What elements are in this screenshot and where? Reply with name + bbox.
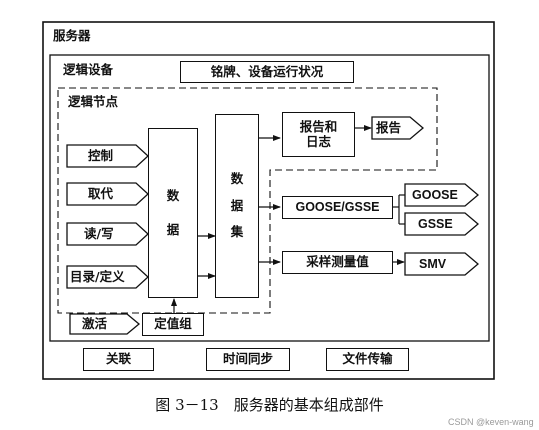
- gsse-arrow: [404, 212, 480, 236]
- watermark: CSDN @keven-wang: [448, 417, 534, 427]
- input-label-directory: 目录/定义: [70, 269, 125, 284]
- report-log-box: 报告和 日志: [282, 112, 355, 157]
- input-label-substitute: 取代: [88, 186, 114, 201]
- smv-label: SMV: [419, 257, 447, 271]
- input-arrow-substitute: [66, 182, 149, 206]
- sampled-values-box: 采样测量值: [282, 251, 393, 274]
- gsse-label: GSSE: [418, 217, 453, 231]
- report-label: 报告: [376, 120, 402, 135]
- association-box: 关联: [83, 348, 154, 371]
- data-char-2: 据: [166, 222, 180, 237]
- dataset-block: 数 据 集: [215, 114, 259, 298]
- goose-arrow: [404, 183, 480, 207]
- input-arrow-directory: [66, 265, 149, 289]
- dataset-char-2: 据: [230, 197, 244, 213]
- setting-group-label: 定值组: [154, 316, 192, 332]
- logical-node-title: 逻辑节点: [68, 94, 119, 109]
- file-transfer-label: 文件传输: [342, 351, 393, 367]
- nameplate-box: 铭牌、设备运行状况: [180, 61, 354, 83]
- dataset-char-1: 数: [230, 171, 244, 187]
- server-frame: [42, 21, 495, 380]
- file-transfer-box: 文件传输: [326, 348, 409, 371]
- goose-gsse-box: GOOSE/GSSE: [282, 196, 393, 219]
- logical-device-frame: [49, 54, 490, 342]
- goose-label: GOOSE: [412, 188, 458, 202]
- input-label-read-write: 读/写: [84, 226, 114, 241]
- logical-node-boundary: [57, 87, 438, 314]
- input-label-control: 控制: [88, 148, 114, 163]
- dataset-char-3: 集: [230, 224, 244, 240]
- input-arrow-control: [66, 144, 149, 168]
- activate-arrow: [69, 313, 141, 335]
- sampled-values-label: 采样测量值: [306, 254, 369, 270]
- figure-caption: 图 3－13 服务器的基本组成部件: [155, 396, 384, 414]
- smv-arrow: [404, 252, 480, 276]
- setting-group-box: 定值组: [142, 313, 204, 336]
- logical-device-title: 逻辑设备: [63, 62, 114, 77]
- server-title: 服务器: [53, 28, 91, 43]
- report-log-label: 报告和 日志: [299, 119, 338, 149]
- goose-gsse-label: GOOSE/GSSE: [295, 200, 380, 215]
- report-arrow: [371, 116, 425, 140]
- nameplate-label: 铭牌、设备运行状况: [210, 63, 324, 79]
- activate-label: 激活: [82, 316, 108, 331]
- time-sync-label: 时间同步: [222, 351, 273, 367]
- time-sync-box: 时间同步: [206, 348, 290, 371]
- data-block: 数 据: [148, 128, 198, 298]
- data-char-1: 数: [166, 187, 180, 203]
- input-arrow-read-write: [66, 222, 149, 246]
- association-label: 关联: [105, 351, 131, 367]
